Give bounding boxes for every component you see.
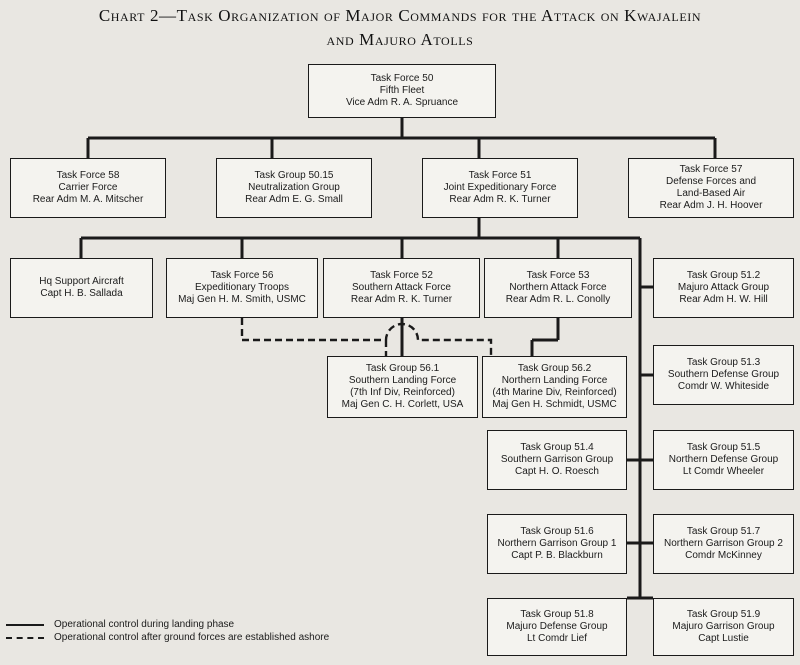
legend-label-solid: Operational control during landing phase	[54, 619, 235, 630]
task-group-51-8-box: Task Group 51.8 Majuro Defense Group Lt …	[487, 598, 627, 656]
task-force-58-box: Task Force 58 Carrier Force Rear Adm M. …	[10, 158, 166, 218]
task-group-50-15-box: Task Group 50.15 Neutralization Group Re…	[216, 158, 372, 218]
task-force-53-box: Task Force 53 Northern Attack Force Rear…	[484, 258, 632, 318]
task-group-56-1-box: Task Group 56.1 Southern Landing Force (…	[327, 356, 478, 418]
page-title: Chart 2—Task Organization of Major Comma…	[0, 4, 800, 52]
task-group-51-7-box: Task Group 51.7 Northern Garrison Group …	[653, 514, 794, 574]
title-line-2: and Majuro Atolls	[326, 30, 474, 49]
legend-label-dashed: Operational control after ground forces …	[54, 632, 330, 643]
dashed-connector	[240, 318, 493, 356]
task-force-51-box: Task Force 51 Joint Expeditionary Force …	[422, 158, 578, 218]
legend: Operational control during landing phase…	[6, 618, 329, 644]
task-group-51-5-box: Task Group 51.5 Northern Defense Group L…	[653, 430, 794, 490]
task-group-56-2-box: Task Group 56.2 Northern Landing Force (…	[482, 356, 627, 418]
task-force-50-box: Task Force 50 Fifth Fleet Vice Adm R. A.…	[308, 64, 496, 118]
legend-item-solid: Operational control during landing phase	[6, 618, 329, 631]
task-force-56-box: Task Force 56 Expeditionary Troops Maj G…	[166, 258, 318, 318]
task-group-51-2-box: Task Group 51.2 Majuro Attack Group Rear…	[653, 258, 794, 318]
task-force-52-box: Task Force 52 Southern Attack Force Rear…	[323, 258, 480, 318]
task-force-57-box: Task Force 57 Defense Forces and Land-Ba…	[628, 158, 794, 218]
task-group-51-9-box: Task Group 51.9 Majuro Garrison Group Ca…	[653, 598, 794, 656]
title-line-1: Chart 2—Task Organization of Major Comma…	[98, 6, 702, 25]
task-group-51-4-box: Task Group 51.4 Southern Garrison Group …	[487, 430, 627, 490]
legend-item-dashed: Operational control after ground forces …	[6, 631, 329, 644]
task-group-51-6-box: Task Group 51.6 Northern Garrison Group …	[487, 514, 627, 574]
dashed-line-swatch	[6, 636, 44, 639]
solid-line-swatch	[6, 623, 44, 626]
hq-support-aircraft-box: Hq Support Aircraft Capt H. B. Sallada	[10, 258, 153, 318]
task-group-51-3-box: Task Group 51.3 Southern Defense Group C…	[653, 345, 794, 405]
